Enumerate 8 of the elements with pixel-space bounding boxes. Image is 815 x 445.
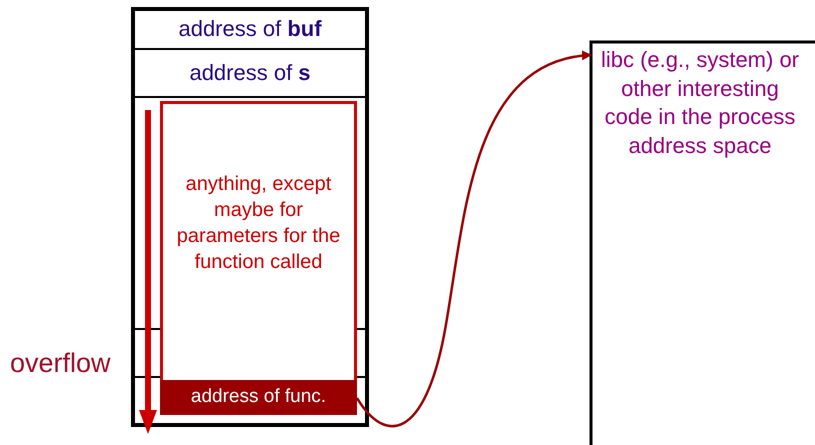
return-address-bar: address of func. bbox=[160, 380, 357, 415]
cell-text: address of buf bbox=[178, 15, 322, 44]
cell-text: libc (e.g., system) or other interesting code in the process address space bbox=[600, 46, 800, 160]
memory-region bbox=[160, 101, 357, 415]
overflow-label: overflow bbox=[10, 348, 111, 379]
curved-arrow bbox=[356, 51, 592, 428]
cell-text: address of s bbox=[189, 58, 311, 87]
region-text: anything, except maybe for parameters for the function called bbox=[176, 172, 342, 275]
